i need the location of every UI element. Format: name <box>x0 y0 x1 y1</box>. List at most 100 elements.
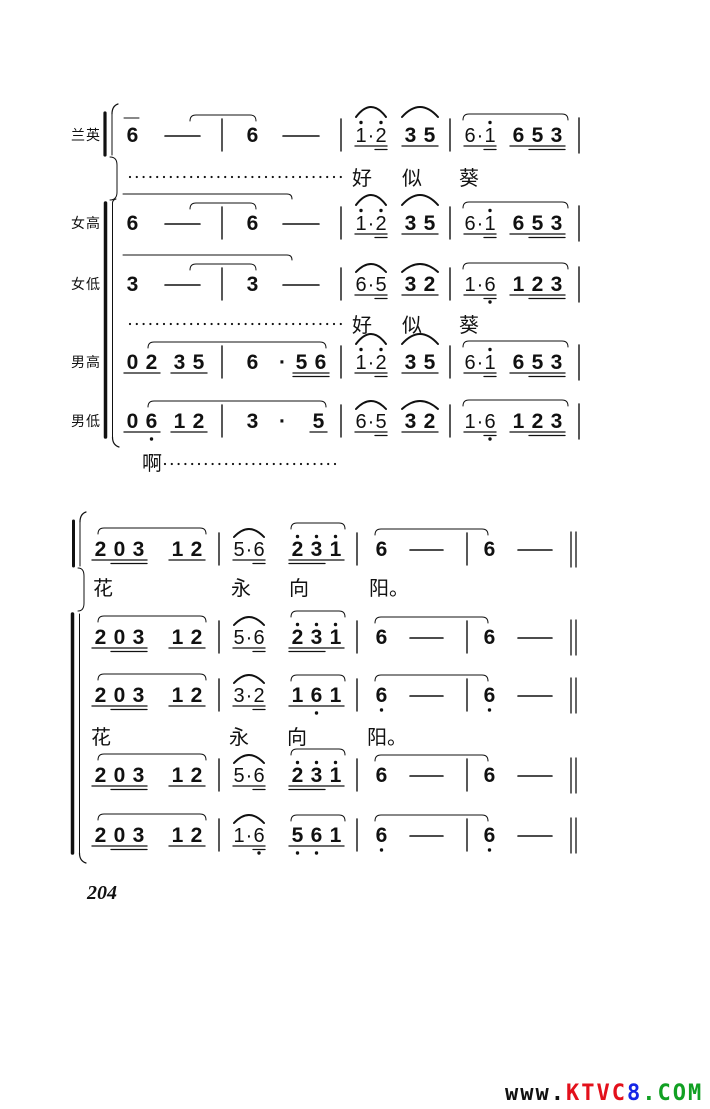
note-digit: 5 <box>233 539 245 561</box>
note-digit: 5 <box>291 824 304 847</box>
voice-label-lanying: 兰英 <box>71 128 101 144</box>
augmentation-dot: · <box>367 213 375 235</box>
note-digit: 2 <box>291 626 304 649</box>
note-digit: 2 <box>423 410 436 433</box>
note-group: 6 <box>372 538 391 562</box>
note-digit: 5 <box>531 212 544 235</box>
note-digit: 2 <box>94 764 107 787</box>
note-digit: 1 <box>291 684 304 707</box>
note-digit: 1 <box>484 213 496 235</box>
note-digit: 6 <box>253 825 265 847</box>
lyric-word: 似 <box>402 313 422 337</box>
augmentation-dot: · <box>245 825 253 847</box>
note-digit: 2 <box>94 538 107 561</box>
note-digit: 3 <box>404 351 417 374</box>
note-digit: 3 <box>550 351 563 374</box>
note-digit: 3 <box>233 685 245 707</box>
note-digit: 1 <box>355 213 367 235</box>
note-digit: 3 <box>550 124 563 147</box>
note-digit: 3 <box>310 764 323 787</box>
note-group: 6 <box>480 626 499 650</box>
note-digit: 1 <box>329 824 342 847</box>
note-digit: 6 <box>375 538 388 561</box>
note-digit: 5 <box>233 627 245 649</box>
note-digit: 2 <box>375 125 387 147</box>
note-digit: 0 <box>113 626 126 649</box>
note-digit: 5 <box>423 351 436 374</box>
note-digit: 1 <box>171 626 184 649</box>
lyric-word: 向 <box>289 576 309 600</box>
note-group: 6 <box>243 124 262 148</box>
note-digit: 1 <box>329 764 342 787</box>
note-digit: 2 <box>190 684 203 707</box>
note-digit: 6 <box>375 626 388 649</box>
watermark-prefix: www. <box>505 1081 566 1106</box>
note-digit: 6 <box>512 212 525 235</box>
augmentation-dot: · <box>245 627 253 649</box>
note-group: 1·2 <box>355 212 387 236</box>
note-digit: 1 <box>464 274 476 296</box>
note-group: 6·5 <box>355 273 387 297</box>
note-digit: 1 <box>173 410 186 433</box>
note-digit: 2 <box>190 626 203 649</box>
note-digit: 5 <box>375 274 387 296</box>
note-group: 6 <box>480 764 499 788</box>
note-digit: 1 <box>484 125 496 147</box>
augmentation-dot: · <box>367 274 375 296</box>
note-group: · <box>273 410 292 434</box>
note-digit: 3 <box>404 212 417 235</box>
note-digit: 2 <box>94 684 107 707</box>
voice-label-bass: 男低 <box>71 414 101 430</box>
note-digit: 6 <box>375 684 388 707</box>
note-digit: 0 <box>113 764 126 787</box>
note-group: 3·2 <box>233 684 265 708</box>
note-digit: 1 <box>329 538 342 561</box>
lyric-word: 花 <box>91 725 111 749</box>
voice-label-tenor: 男高 <box>71 355 101 371</box>
note-digit: 2 <box>531 273 544 296</box>
note-digit: 1 <box>171 764 184 787</box>
note-digit: 6 <box>253 765 265 787</box>
note-digit: 1 <box>171 824 184 847</box>
note-digit: 3 <box>404 410 417 433</box>
note-digit: 1 <box>512 273 525 296</box>
note-group: 5·6 <box>233 538 265 562</box>
note-group: 6 <box>480 538 499 562</box>
note-digit: 2 <box>375 213 387 235</box>
note-digit: 5 <box>531 351 544 374</box>
note-digit: 6 <box>512 351 525 374</box>
note-digit: 6 <box>310 684 323 707</box>
note-group: 3 <box>243 410 262 434</box>
note-digit: 2 <box>291 538 304 561</box>
note-digit: 2 <box>375 352 387 374</box>
augmentation-dot: · <box>476 411 484 433</box>
note-group: 6·1 <box>464 124 496 148</box>
note-digit: 6 <box>484 411 496 433</box>
note-digit: 6 <box>310 824 323 847</box>
note-group: 6 <box>372 684 391 708</box>
lyric-word: 永 <box>231 576 251 600</box>
note-digit: 2 <box>145 351 158 374</box>
augmentation-dot: · <box>279 351 286 374</box>
note-digit: 6 <box>464 352 476 374</box>
note-group: 6 <box>243 351 262 375</box>
note-digit: 3 <box>173 351 186 374</box>
lyric-word: 好 <box>352 166 372 190</box>
note-digit: 6 <box>126 124 139 147</box>
note-group: 5·6 <box>233 626 265 650</box>
voice-label-soprano: 女高 <box>71 216 101 232</box>
note-digit: 2 <box>190 538 203 561</box>
note-digit: 0 <box>113 824 126 847</box>
note-group: 3 <box>123 273 142 297</box>
watermark: www.KTVC8.COM <box>505 1081 703 1107</box>
